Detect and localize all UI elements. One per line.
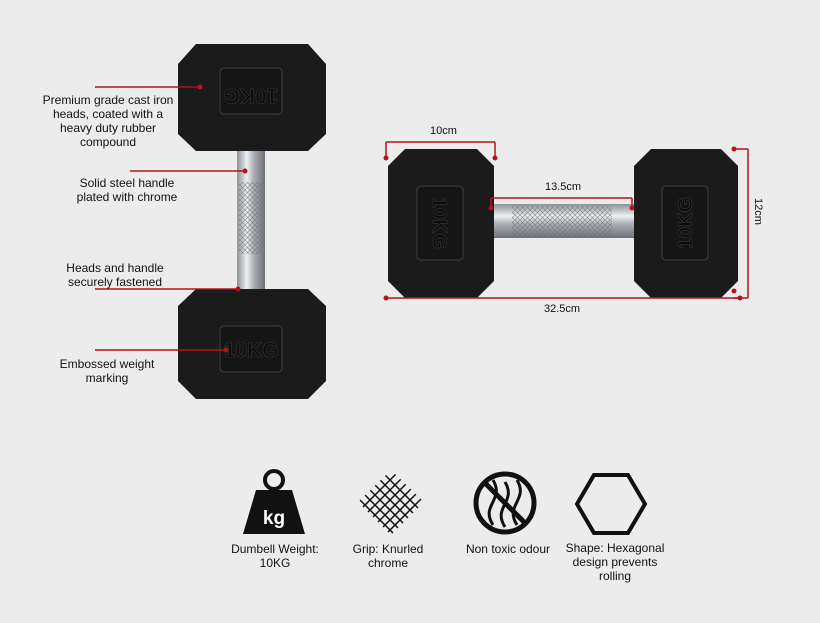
weight-icon: kg — [243, 469, 305, 534]
dim-head-width: 10cm — [430, 125, 457, 137]
dim-head-height: 12cm — [752, 198, 764, 225]
bottom-head-label: 10KG — [224, 339, 279, 362]
callout-dots — [197, 84, 248, 353]
feature-shape-label: Shape: Hexagonal design prevents rolling — [565, 541, 665, 583]
no-odour-icon — [473, 471, 537, 535]
dim-handle-length: 13.5cm — [545, 181, 582, 193]
knurled-grip-icon — [358, 470, 424, 535]
feature-weight-label: Dumbell Weight: 10KG — [231, 542, 319, 570]
feature-grip-label: Grip: Knurled chrome — [352, 542, 424, 570]
top-head-label: 10KG — [224, 84, 279, 107]
bottom-head-plate — [219, 325, 283, 373]
callout-heads: Premium grade cast iron heads, coated wi… — [42, 93, 174, 149]
hexagon-icon — [574, 473, 648, 535]
dimension-lines — [385, 141, 749, 299]
left-head-plate — [416, 185, 464, 261]
dim-total-length: 32.5cm — [544, 303, 581, 315]
callout-marking: Embossed weight marking — [59, 357, 155, 385]
callout-handle: Solid steel handle plated with chrome — [76, 176, 178, 204]
left-head-label: 10KG — [428, 197, 450, 249]
vertical-dumbbell — [178, 44, 326, 399]
horizontal-dumbbell — [388, 149, 738, 298]
top-head-plate — [219, 67, 283, 115]
callout-fastened: Heads and handle securely fastened — [66, 261, 164, 289]
right-head-plate — [661, 185, 709, 261]
knurled-grip-horizontal — [512, 206, 612, 236]
dimension-dots — [383, 146, 743, 301]
feature-odour-label: Non toxic odour — [465, 542, 551, 556]
knurled-grip-vertical — [239, 182, 263, 254]
weight-icon-text: kg — [263, 508, 285, 529]
right-head-label: 10KG — [675, 197, 697, 249]
callout-lines — [95, 86, 245, 351]
